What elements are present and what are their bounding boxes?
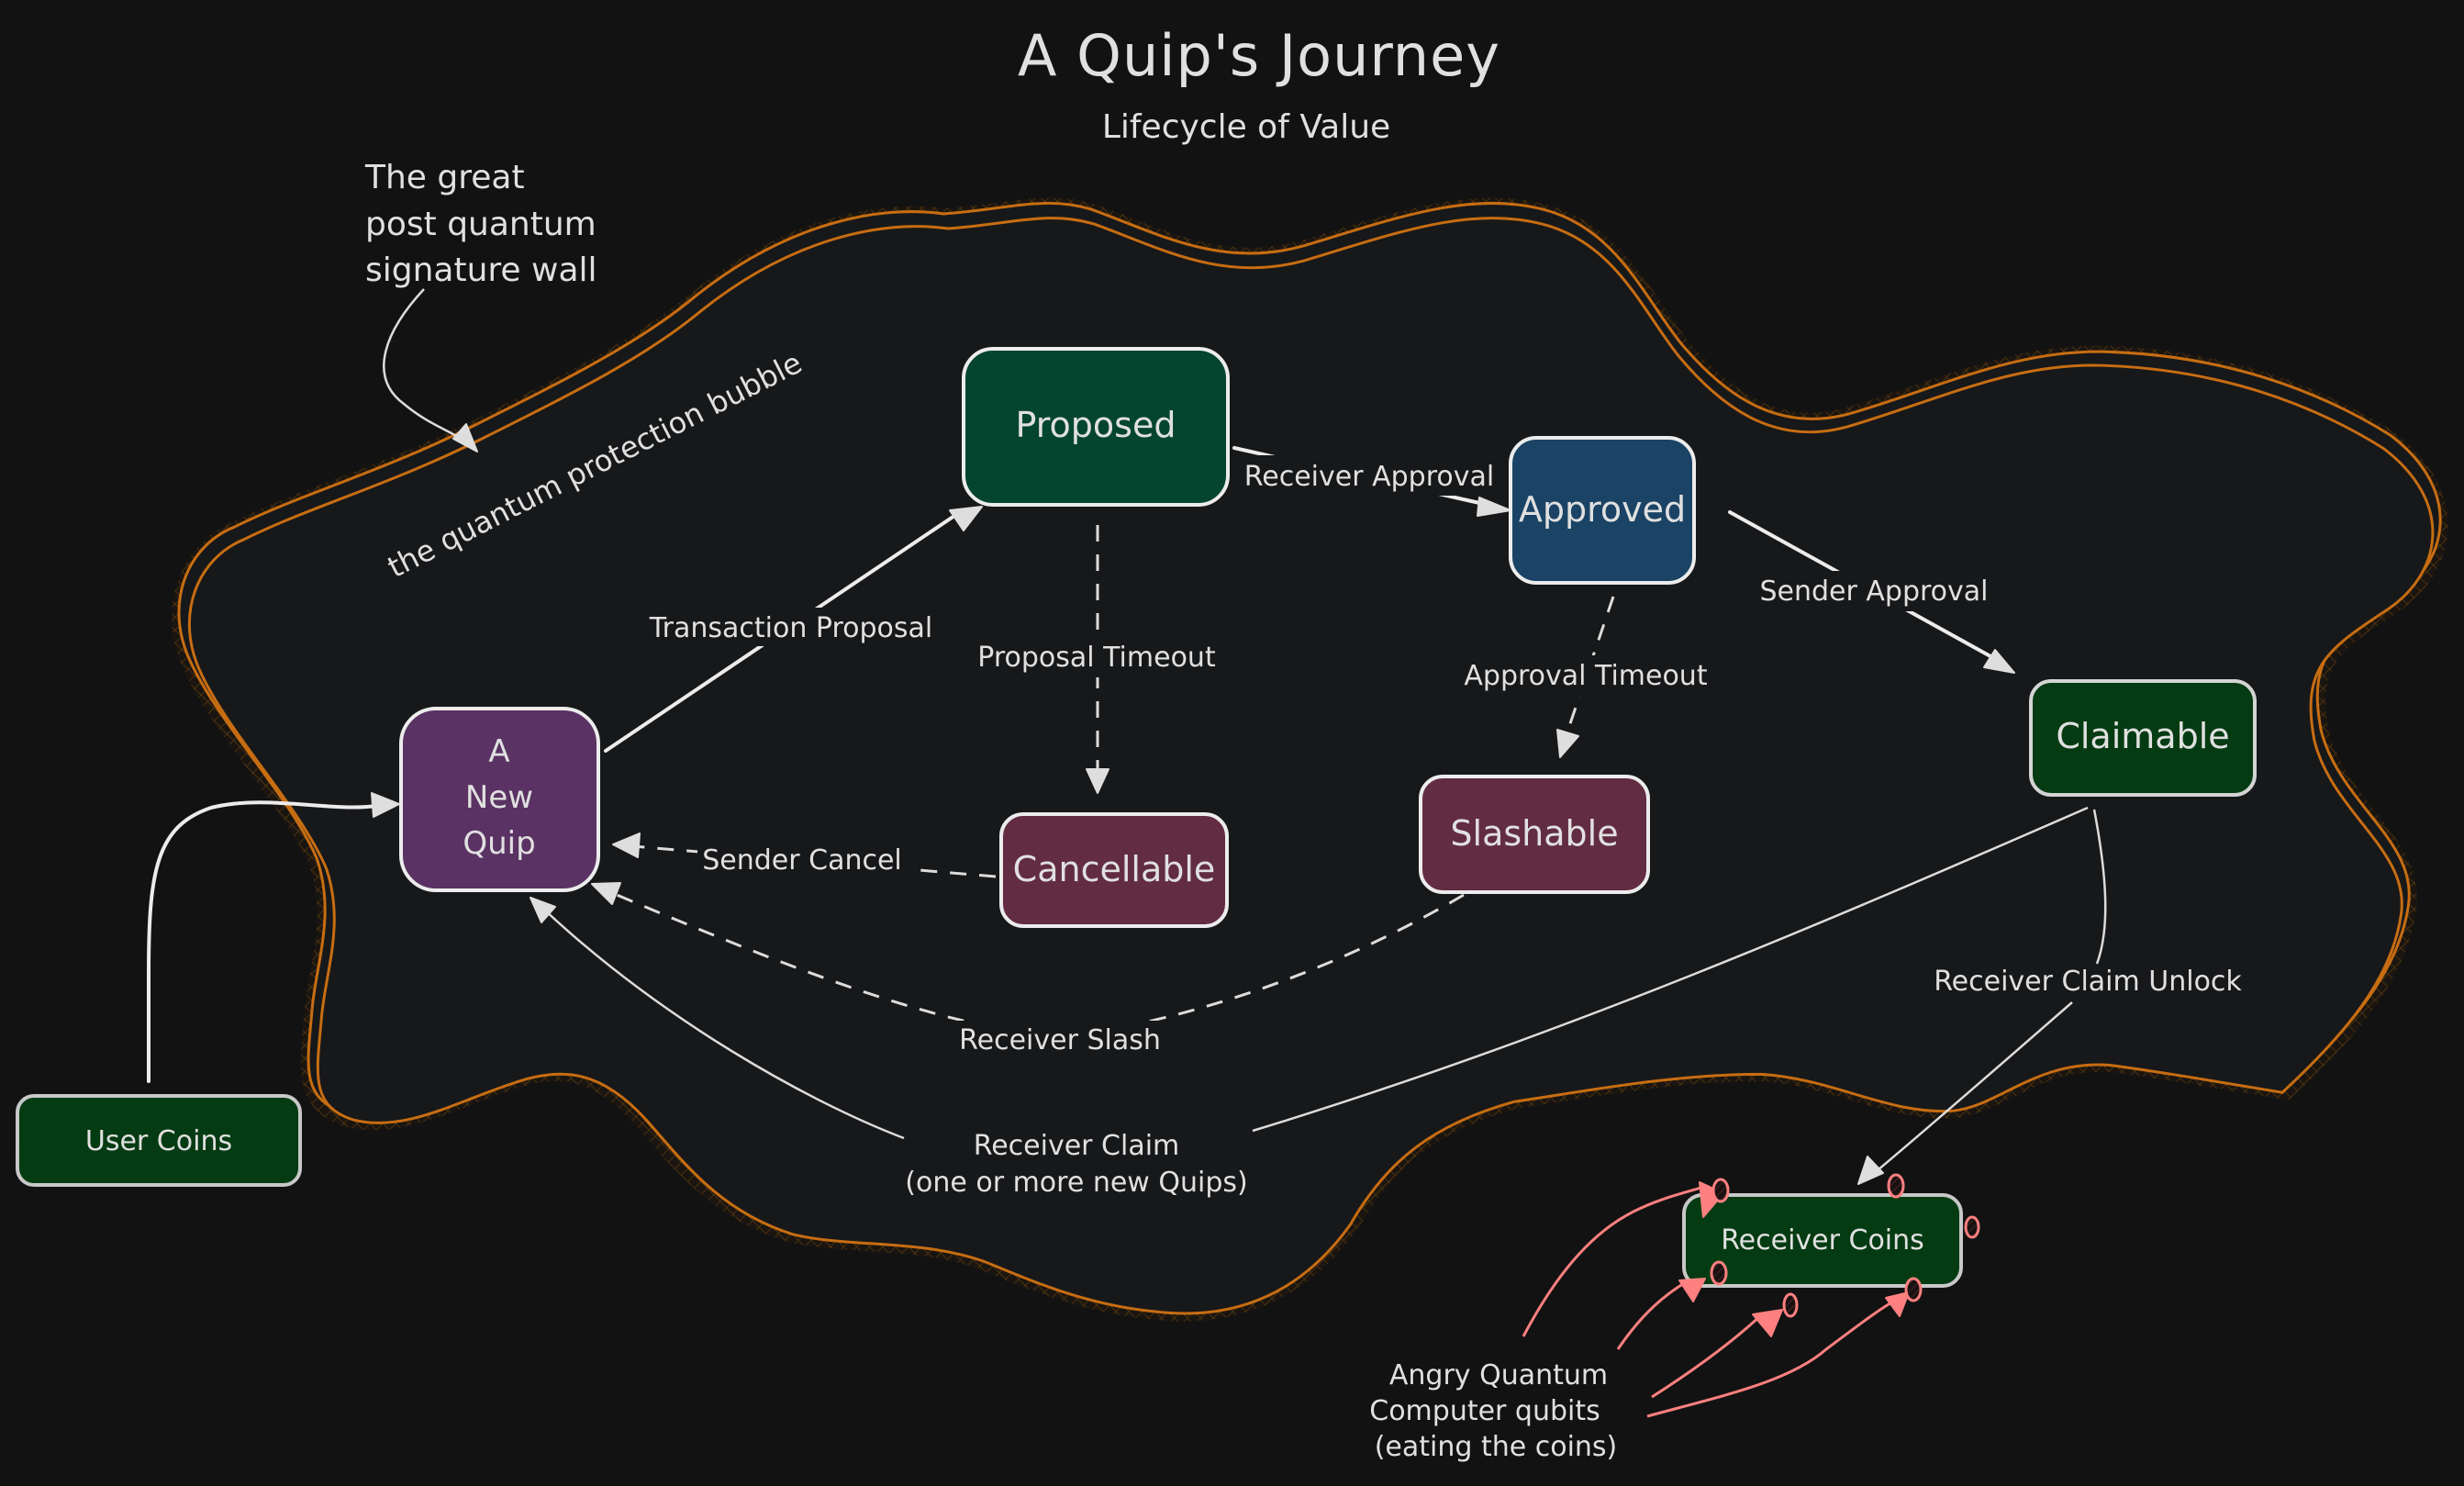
edge-approval-timeout[interactable]: Approval Timeout [1459,596,1711,758]
node-user-coins-box [16,1094,302,1187]
node-user-coins[interactable]: User Coins [16,1094,302,1187]
node-claimable-box [2029,679,2257,797]
qubit-arrowhead-icon [1885,1291,1910,1317]
edge-transaction-proposal[interactable]: Transaction Proposal [604,506,983,753]
qubit-attack [1522,1173,1980,1418]
edge-receiver-claim-unlock[interactable]: Receiver Claim Unlock [1857,809,2242,1185]
label-bg [1753,571,2002,611]
edge-sender-approval[interactable]: Sender Approval [1728,510,2015,674]
wall-note-line: signature wall [365,251,597,289]
qubit-icon [1711,1178,1730,1203]
edge-proposal-timeout[interactable]: Proposal Timeout [968,525,1225,794]
diagram-title: A Quip's Journey [1018,22,1500,89]
edge-label-receiver-claim-sub: (one or more new Quips) [905,1167,1247,1199]
wall-note-line: The great [364,159,525,196]
arrowhead-icon [1983,649,2015,674]
node-proposed[interactable]: Proposed [962,347,1230,507]
node-claimable-label: Claimable [2056,716,2229,756]
arrowhead-icon [949,506,983,531]
wall-note-arrowhead-icon [452,423,478,453]
wall-note: The great post quantum signature wall [364,159,597,453]
node-cancellable[interactable]: Cancellable [999,812,1229,928]
node-approved-label: Approved [1519,489,1686,530]
protection-bubble [179,203,2440,1313]
qubits-note: Angry Quantum Computer qubits (eating th… [1369,1359,1617,1463]
qubit-arrow [1522,1184,1708,1337]
label-bg [968,637,1225,677]
qubit-arrow [1651,1313,1764,1399]
edge-label-receiver-claim-unlock: Receiver Claim Unlock [1934,966,2242,998]
arrowhead-icon [1477,497,1511,517]
node-user-coins-label: User Coins [85,1125,232,1157]
node-slashable-label: Slashable [1450,813,1618,854]
qubit-arrow [1646,1297,1899,1418]
node-new-quip-label: A [488,733,509,770]
node-approved[interactable]: Approved [1509,436,1696,585]
arrowhead-icon [371,792,400,818]
node-new-quip[interactable]: A New Quip [399,707,600,892]
node-slashable-box [1419,775,1650,894]
edge-label-receiver-claim: Receiver Claim [974,1130,1180,1162]
wall-note-arrow [383,288,471,446]
qubits-note-line: (eating the coins) [1375,1431,1618,1463]
node-new-quip-label: Quip [463,825,535,862]
edge-label-sender-cancel: Sender Cancel [702,844,902,877]
edge-label-proposal-timeout: Proposal Timeout [977,642,1216,674]
edge-receiver-claim[interactable]: Receiver Claim (one or more new Quips) [530,806,2089,1199]
arrowhead-icon [612,832,641,858]
edge-label-receiver-slash: Receiver Slash [959,1024,1161,1056]
node-claimable[interactable]: Claimable [2029,679,2257,797]
node-new-quip-box [399,707,600,892]
label-bg [633,608,950,646]
node-new-quip-label: New [465,779,533,816]
qubit-arrowhead-icon [1678,1278,1706,1302]
qubits-note-line: Computer qubits [1369,1395,1600,1427]
edge-receiver-slash[interactable]: Receiver Slash [591,882,1465,1061]
node-proposed-box [962,347,1230,507]
arrowhead-icon [530,897,556,923]
label-bg [1459,655,1711,696]
arrowhead-icon [1857,1156,1884,1185]
arrowhead-icon [1556,729,1579,758]
node-cancellable-label: Cancellable [1013,849,1216,889]
node-receiver-coins[interactable]: Receiver Coins [1682,1193,1963,1288]
node-slashable[interactable]: Slashable [1419,775,1650,894]
edge-receiver-approval[interactable]: Receiver Approval [1232,446,1511,517]
edge-sender-cancel[interactable]: Sender Cancel [612,832,997,881]
qubit-icon [1782,1292,1799,1318]
qubits-note-line: Angry Quantum [1389,1359,1608,1391]
qubit-arrow [1616,1279,1689,1350]
arrowhead-icon [591,882,621,905]
edge-label-sender-approval: Sender Approval [1760,575,1989,608]
qubit-icon [1710,1260,1728,1286]
node-receiver-coins-label: Receiver Coins [1721,1224,1924,1257]
qubit-arrowhead-icon [1752,1309,1783,1337]
node-approved-box [1509,436,1696,585]
arrowhead-icon [1086,768,1109,794]
label-bg [1244,455,1494,496]
node-cancellable-box [999,812,1229,928]
label-bg [950,1021,1170,1061]
wall-note-line: post quantum [365,206,596,243]
edge-label-receiver-approval: Receiver Approval [1244,461,1494,493]
qubit-icon [1964,1215,1980,1239]
node-proposed-label: Proposed [1016,405,1176,445]
diagram-subtitle: Lifecycle of Value [1102,108,1390,146]
qubit-icon [1887,1173,1905,1199]
edge-label-transaction-proposal: Transaction Proposal [649,612,933,644]
label-bg [697,841,909,881]
node-receiver-coins-box [1682,1193,1963,1288]
edge-user-coins-to-new-quip[interactable] [147,792,400,1083]
edge-label-approval-timeout: Approval Timeout [1464,660,1707,692]
qubit-icon [1904,1277,1923,1302]
